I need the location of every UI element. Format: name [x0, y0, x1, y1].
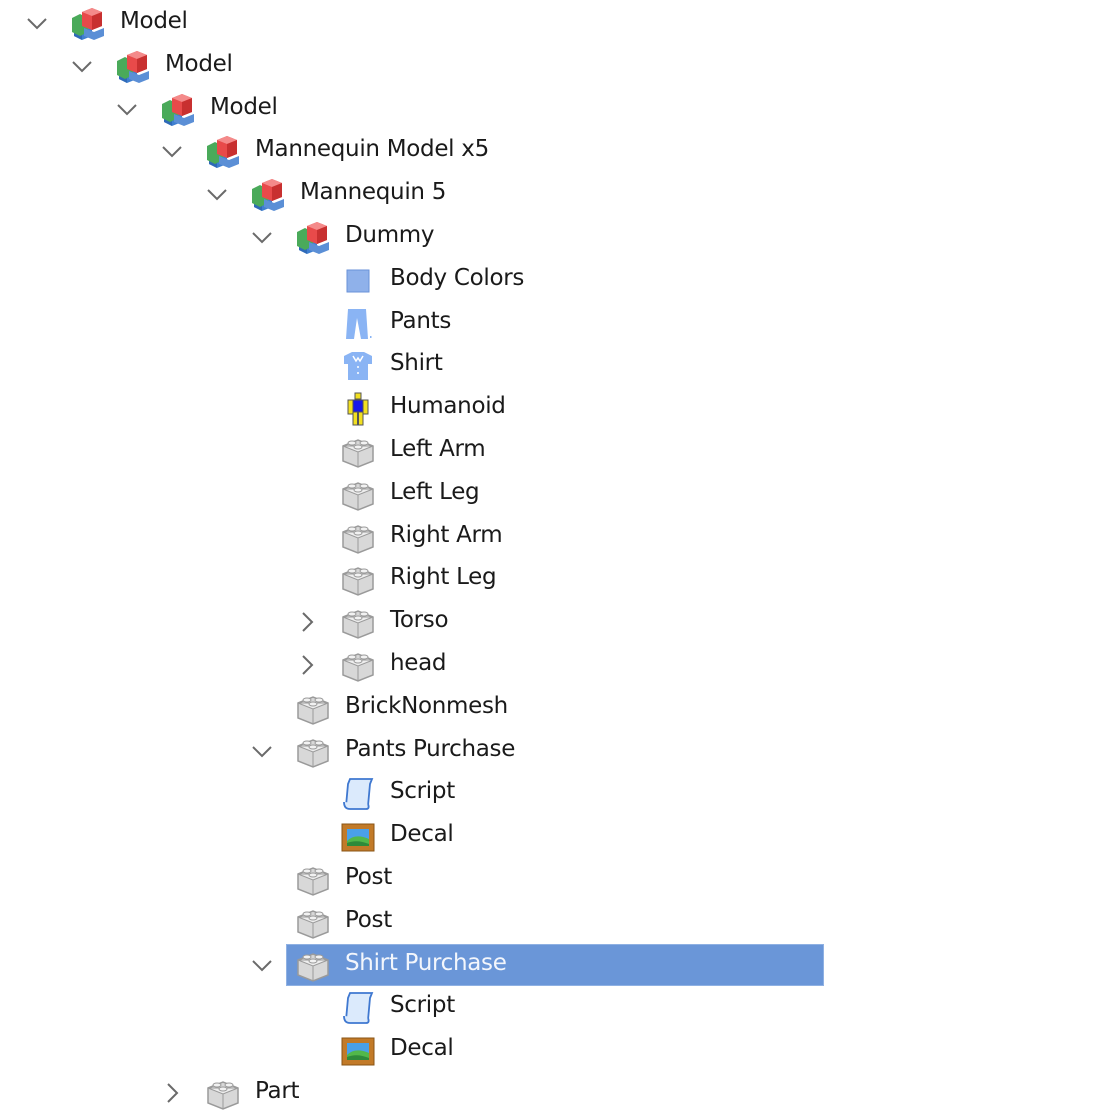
chevron-down-icon[interactable] [205, 182, 229, 206]
tree-item-label: Left Leg [390, 478, 480, 505]
part-icon [340, 562, 376, 598]
tree-item[interactable]: Right Arm [0, 516, 1120, 559]
chevron-right-icon[interactable] [295, 653, 319, 677]
tree-item[interactable]: Model [0, 2, 1120, 45]
part-icon [340, 434, 376, 470]
tree-item-label: Decal [390, 1035, 454, 1062]
tree-item[interactable]: Model [0, 45, 1120, 88]
tree-item-label: Body Colors [390, 264, 525, 291]
tree-item[interactable]: Mannequin 5 [0, 173, 1120, 216]
tree-item-label: Model [120, 8, 188, 34]
tree-item[interactable]: Body Colors [0, 259, 1120, 302]
tree-item-label: Part [255, 1078, 300, 1104]
part-icon [295, 905, 331, 941]
tree-item-label: Model [165, 50, 233, 77]
decal-icon [340, 1033, 376, 1069]
part-icon [295, 691, 331, 727]
tree-item-label: Script [390, 992, 455, 1019]
chevron-down-icon[interactable] [250, 739, 274, 763]
part-icon [340, 605, 376, 641]
tree-item-label: Shirt [390, 350, 443, 377]
tree-item-label: BrickNonmesh [345, 692, 508, 719]
part-icon [340, 477, 376, 513]
tree-item[interactable]: Mannequin Model x5 [0, 130, 1120, 173]
tree-item[interactable]: Dummy [0, 216, 1120, 259]
tree-item-label: Humanoid [390, 393, 506, 420]
part-icon [295, 948, 331, 984]
tree-item-label: Decal [390, 821, 454, 848]
tree-item-label: Right Leg [390, 564, 497, 591]
tree-item[interactable]: Decal [0, 1029, 1120, 1072]
decal-icon [340, 819, 376, 855]
tree-item[interactable]: BrickNonmesh [0, 687, 1120, 730]
tree-item[interactable]: Right Leg [0, 558, 1120, 601]
tree-item[interactable]: Left Arm [0, 430, 1120, 473]
tree-item[interactable]: Torso [0, 601, 1120, 644]
tree-item-label: Script [390, 778, 455, 805]
model-icon [205, 134, 241, 170]
tree-item[interactable]: Shirt Purchase [0, 943, 1120, 987]
model-icon [295, 220, 331, 256]
tree-item[interactable]: Left Leg [0, 473, 1120, 516]
tree-item-label: Model [210, 93, 278, 120]
chevron-right-icon[interactable] [160, 1081, 184, 1105]
chevron-down-icon[interactable] [250, 953, 274, 977]
tree-item[interactable]: Part [0, 1072, 1120, 1115]
chevron-down-icon[interactable] [70, 54, 94, 78]
model-icon [160, 92, 196, 128]
tree-item[interactable]: Shirt [0, 344, 1120, 387]
tree-item[interactable]: Script [0, 986, 1120, 1029]
tree-item-label: Shirt Purchase [345, 949, 507, 976]
tree-item-label: Torso [390, 607, 449, 634]
script-icon [340, 990, 376, 1026]
model-icon [250, 177, 286, 213]
humanoid-icon [340, 391, 376, 427]
tree-item-label: head [390, 650, 447, 676]
script-icon [340, 776, 376, 812]
tree-item-label: Post [345, 906, 392, 933]
tree-item-label: Left Arm [390, 436, 486, 462]
tree-item[interactable]: Pants [0, 302, 1120, 345]
tree-item[interactable]: Decal [0, 815, 1120, 858]
chevron-down-icon[interactable] [250, 225, 274, 249]
chevron-down-icon[interactable] [25, 11, 49, 35]
tree-item-label: Right Arm [390, 521, 503, 548]
tree-item[interactable]: Humanoid [0, 387, 1120, 430]
part-icon [295, 734, 331, 770]
tree-item[interactable]: Script [0, 772, 1120, 815]
chevron-down-icon[interactable] [115, 97, 139, 121]
tree-item[interactable]: Model [0, 88, 1120, 131]
tree-item[interactable]: head [0, 644, 1120, 687]
shirt-icon [340, 348, 376, 384]
part-icon [205, 1076, 241, 1112]
chevron-right-icon[interactable] [295, 610, 319, 634]
model-icon [70, 6, 106, 42]
tree-item[interactable]: Post [0, 901, 1120, 944]
tree-item[interactable]: Post [0, 858, 1120, 901]
tree-item[interactable]: Pants Purchase [0, 730, 1120, 773]
selection-highlight [286, 943, 824, 986]
part-icon [340, 520, 376, 556]
part-icon [340, 648, 376, 684]
tree-item-label: Pants [390, 307, 452, 334]
chevron-down-icon[interactable] [160, 139, 184, 163]
tree-item-label: Mannequin Model x5 [255, 136, 489, 163]
part-icon [295, 862, 331, 898]
body-colors-icon [340, 263, 376, 299]
tree-item-label: Mannequin 5 [300, 179, 447, 206]
tree-item-label: Pants Purchase [345, 735, 516, 762]
model-icon [115, 49, 151, 85]
tree-item-label: Post [345, 864, 392, 890]
pants-icon [340, 306, 376, 342]
tree-item-label: Dummy [345, 222, 435, 248]
